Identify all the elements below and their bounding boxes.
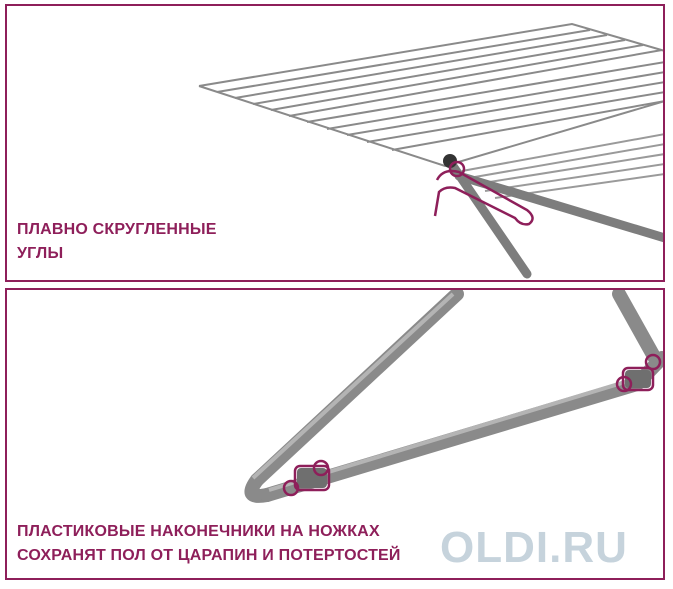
upper-rack xyxy=(198,22,663,168)
plastic-cap xyxy=(443,154,457,168)
dryer-top-illustration xyxy=(198,22,663,279)
dryer-legs-illustration xyxy=(244,290,663,503)
caption-rounded-corners: ПЛАВНО СКРУГЛЕННЫЕ УГЛЫ xyxy=(17,218,217,266)
bottom-panel: ПЛАСТИКОВЫЕ НАКОНЕЧНИКИ НА НОЖКАХ СОХРАН… xyxy=(5,288,665,580)
caption-line: ПЛАСТИКОВЫЕ НАКОНЕЧНИКИ НА НОЖКАХ xyxy=(17,523,380,540)
top-panel: ПЛАВНО СКРУГЛЕННЫЕ УГЛЫ xyxy=(5,4,665,282)
caption-line: ПЛАВНО СКРУГЛЕННЫЕ xyxy=(17,221,217,238)
tip-left xyxy=(297,468,327,488)
plastic-tip-highlights xyxy=(282,353,662,497)
tube-shine xyxy=(251,292,636,492)
caption-plastic-tips: ПЛАСТИКОВЫЕ НАКОНЕЧНИКИ НА НОЖКАХ СОХРАН… xyxy=(17,520,401,568)
rounded-corner-highlight xyxy=(433,160,534,226)
watermark-logo: OLDI.RU xyxy=(440,523,628,572)
frame-tubes xyxy=(448,161,663,279)
caption-line: УГЛЫ xyxy=(17,245,64,262)
caption-line: СОХРАНЯТ ПОЛ ОТ ЦАРАПИН И ПОТЕРТОСТЕЙ xyxy=(17,547,401,564)
